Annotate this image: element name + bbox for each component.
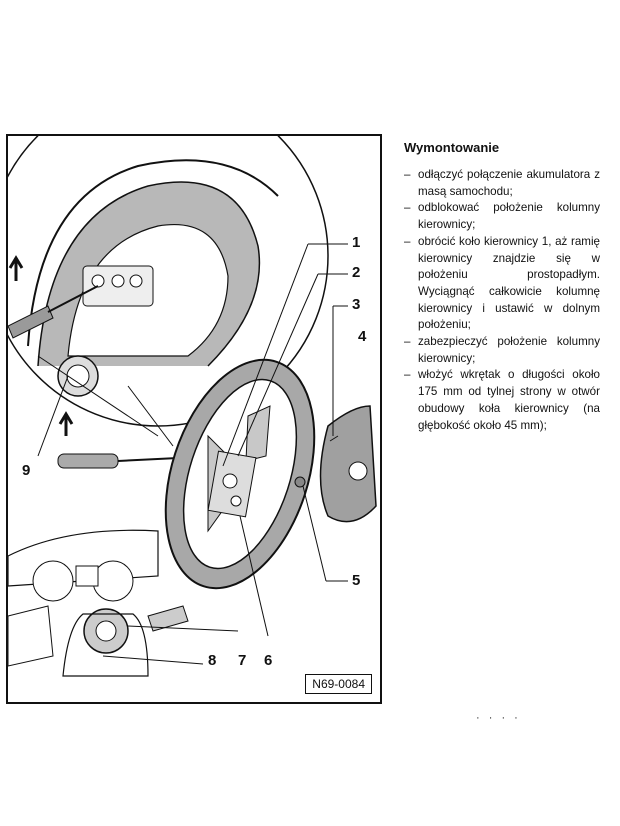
callout-leaders xyxy=(37,243,348,665)
step-item: odblokować położenie kolumny kierownicy; xyxy=(404,200,600,233)
steering-wheel xyxy=(164,358,316,590)
illustration-drawing xyxy=(8,136,377,677)
callout-5: 5 xyxy=(352,572,361,589)
step-item: odłączyć połączenie akumulatora z masą s… xyxy=(404,167,600,200)
callout-2: 2 xyxy=(352,264,361,281)
step-item: zabezpieczyć położenie kolumny kierownic… xyxy=(404,334,600,367)
instructions-column: Wymontowanie odłączyć połączenie akumula… xyxy=(404,140,600,434)
detail-view xyxy=(8,136,329,427)
dashboard xyxy=(8,529,189,677)
callout-1: 1 xyxy=(352,234,361,251)
screwdriver xyxy=(57,411,179,469)
callout-8: 8 xyxy=(208,652,217,669)
airbag-unit xyxy=(319,405,377,523)
callout-9: 9 xyxy=(22,462,31,479)
figure-code: N69-0084 xyxy=(305,674,372,694)
step-item: obrócić koło kierownicy 1, aż ramię kier… xyxy=(404,234,600,334)
steering-wheel-illustration: 1 2 3 4 5 6 7 8 9 N69-0084 xyxy=(6,134,382,704)
step-item: włożyć wkrętak o długości około 175 mm o… xyxy=(404,367,600,434)
callout-6: 6 xyxy=(264,652,273,669)
callout-4: 4 xyxy=(358,328,367,345)
section-heading: Wymontowanie xyxy=(404,140,500,155)
screw xyxy=(294,476,306,488)
callout-3: 3 xyxy=(352,296,361,313)
callout-7: 7 xyxy=(238,652,247,669)
steps-list: odłączyć połączenie akumulatora z masą s… xyxy=(404,167,600,434)
page-number-fragment: · · · · xyxy=(476,712,521,724)
